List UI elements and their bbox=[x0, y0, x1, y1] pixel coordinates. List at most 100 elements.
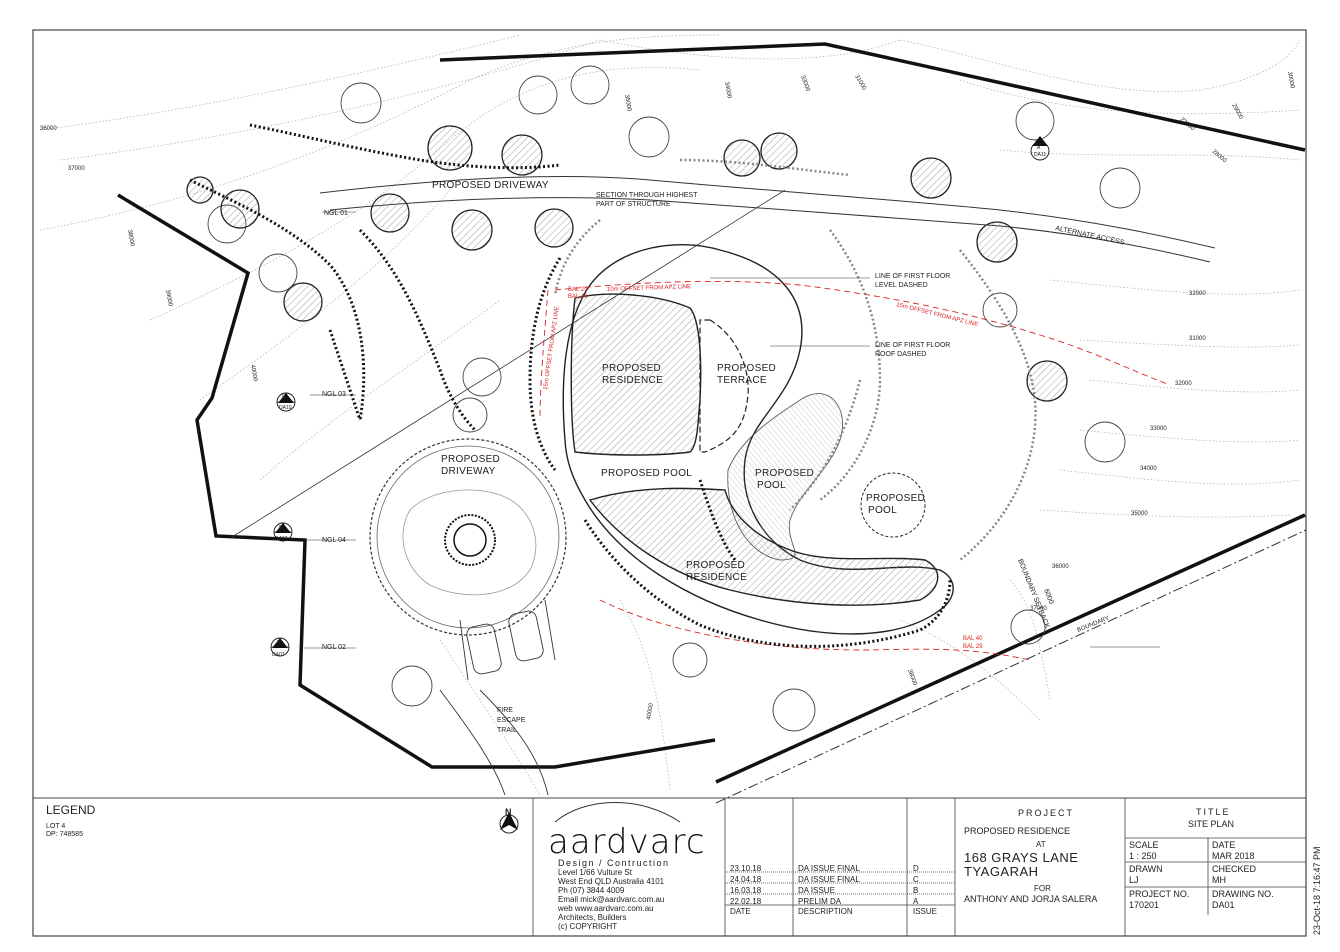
contour-label: 35000 bbox=[623, 94, 632, 112]
rev-desc-a: PRELIM DA bbox=[798, 897, 842, 906]
residence-2 bbox=[588, 487, 939, 606]
label-ff-level-1: LINE OF FIRST FLOOR bbox=[875, 273, 950, 280]
label-ngl03: NGL 03 bbox=[322, 391, 346, 398]
contour-label: 28000 bbox=[1211, 149, 1228, 165]
drawn-value: LJ bbox=[1129, 875, 1139, 885]
section-a-letter: A bbox=[1037, 145, 1041, 151]
date-label: DATE bbox=[1212, 840, 1236, 850]
section-b-ref: DA07 bbox=[272, 652, 285, 658]
contour-label: 30000 bbox=[1286, 71, 1295, 89]
rev-head-desc: DESCRIPTION bbox=[798, 907, 853, 916]
driveway-top-outline bbox=[319, 175, 1216, 263]
scale-label: SCALE bbox=[1129, 840, 1159, 850]
project-heading: PROJECT bbox=[1018, 808, 1075, 818]
brand-web: web www.aardvarc.com.au bbox=[558, 904, 654, 913]
project-name: PROPOSED RESIDENCE bbox=[964, 826, 1071, 836]
brand-subtitle: Design / Contruction bbox=[558, 858, 670, 868]
contour-label: 39000 bbox=[164, 289, 173, 307]
project-address-2: TYAGARAH bbox=[964, 864, 1039, 879]
label-ngl04: NGL 04 bbox=[322, 537, 346, 544]
label-driveway-circle-a: PROPOSED bbox=[441, 454, 500, 465]
date-value: MAR 2018 bbox=[1212, 851, 1255, 861]
label-ff-roof-1: LINE OF FIRST FLOOR bbox=[875, 342, 950, 349]
label-apz-right: 15m OFFSET FROM APZ LINE bbox=[896, 302, 979, 328]
north-label: N bbox=[505, 807, 512, 817]
label-fire-a: FIRE bbox=[497, 707, 513, 714]
project-no-value: 170201 bbox=[1129, 900, 1160, 910]
residence-1 bbox=[570, 293, 702, 456]
label-boundary: BOUNDARY bbox=[1077, 616, 1111, 634]
terrace-outline bbox=[699, 319, 749, 453]
hedge-planting bbox=[189, 123, 952, 648]
rev-issue-a: A bbox=[913, 897, 919, 906]
contour-label: 29000 bbox=[1230, 103, 1244, 121]
label-residence-1a: PROPOSED bbox=[602, 363, 661, 374]
section-markers bbox=[270, 136, 1050, 657]
contour-label: 36000 bbox=[1052, 564, 1069, 570]
label-section-1: SECTION THROUGH HIGHEST bbox=[596, 192, 698, 199]
drawn-label: DRAWN bbox=[1129, 864, 1163, 874]
legend-dp: DP: 748585 bbox=[46, 831, 83, 838]
sheet-border bbox=[32, 29, 1307, 937]
contour-label: 35000 bbox=[1131, 511, 1148, 517]
parking-bays bbox=[459, 599, 556, 681]
label-residence-2a: PROPOSED bbox=[686, 560, 745, 571]
section-c-letter: C bbox=[282, 394, 286, 400]
label-apz-top: 10m OFFSET FROM APZ LINE bbox=[607, 284, 691, 293]
checked-label: CHECKED bbox=[1212, 864, 1257, 874]
contour-label: 37000 bbox=[68, 166, 85, 172]
label-ff-level-2: LEVEL DASHED bbox=[875, 282, 928, 289]
rev-issue-d: D bbox=[913, 864, 919, 873]
rev-date-d: 23.10.18 bbox=[730, 864, 762, 873]
drawing-no-label: DRAWING NO. bbox=[1212, 889, 1274, 899]
pool-circle bbox=[860, 472, 926, 538]
contour-label: 34000 bbox=[1140, 466, 1157, 472]
label-section-2: PART OF STRUCTURE bbox=[596, 201, 671, 208]
print-stamp: 23-Oct-18 7:16:47 PM bbox=[1312, 846, 1322, 935]
brand-email: Email mick@aardvarc.com.au bbox=[558, 895, 665, 904]
light-planting bbox=[553, 158, 1037, 561]
rev-date-a: 22.02.18 bbox=[730, 897, 762, 906]
title-name: SITE PLAN bbox=[1188, 819, 1235, 829]
apz-offset-lines bbox=[539, 280, 1171, 661]
label-terrace-a: PROPOSED bbox=[717, 363, 776, 374]
brand-copyright: (c) COPYRIGHT bbox=[558, 922, 618, 931]
label-bal-a: BAL 29 bbox=[568, 287, 588, 293]
section-line bbox=[231, 189, 786, 538]
label-ff-roof-2: ROOF DASHED bbox=[875, 351, 926, 358]
label-apz-vertical: 15m OFFSET FROM APZ LINE bbox=[543, 306, 561, 390]
contour-label: 33000 bbox=[799, 75, 811, 93]
label-bal-d: BAL 29 bbox=[963, 644, 983, 650]
project-client: ANTHONY AND JORJA SALERA bbox=[964, 894, 1098, 904]
brand-address-1: Level 1/66 Vulture St bbox=[558, 868, 632, 877]
label-terrace-b: TERRACE bbox=[717, 375, 767, 386]
section-c-ref: DA10 bbox=[279, 405, 292, 411]
label-pool2-b: POOL bbox=[757, 480, 786, 491]
section-d-ref: DA12 bbox=[275, 536, 288, 542]
contour-label: 31000 bbox=[1189, 336, 1206, 342]
contour-label: 32000 bbox=[1175, 381, 1192, 387]
project-at: AT bbox=[1036, 840, 1046, 849]
label-driveway-circle-b: DRIVEWAY bbox=[441, 466, 496, 477]
project-address-1: 168 GRAYS LANE bbox=[964, 850, 1079, 865]
label-pool3-b: POOL bbox=[868, 505, 897, 516]
title-heading: TITLE bbox=[1196, 807, 1231, 817]
contour-label: 31000 bbox=[853, 74, 867, 92]
rev-issue-c: C bbox=[913, 875, 919, 884]
rev-desc-c: DA ISSUE FINAL bbox=[798, 875, 860, 884]
label-pool2-a: PROPOSED bbox=[755, 468, 814, 479]
label-pool3-a: PROPOSED bbox=[866, 493, 925, 504]
hatched-tree-canopies bbox=[186, 125, 1068, 402]
checked-value: MH bbox=[1212, 875, 1226, 885]
property-boundary bbox=[117, 42, 1306, 784]
contour-label: 33000 bbox=[1150, 426, 1167, 432]
contour-label: 36000 bbox=[40, 126, 57, 132]
label-alternate-access: ALTERNATE ACCESS bbox=[1055, 225, 1126, 247]
titleblock-grid bbox=[532, 798, 1306, 936]
contour-label: 27000 bbox=[1179, 117, 1196, 133]
contour-label: 32000 bbox=[1189, 291, 1206, 297]
label-fire-c: TRAIL bbox=[497, 727, 517, 734]
contour-label: 38000 bbox=[906, 669, 918, 687]
